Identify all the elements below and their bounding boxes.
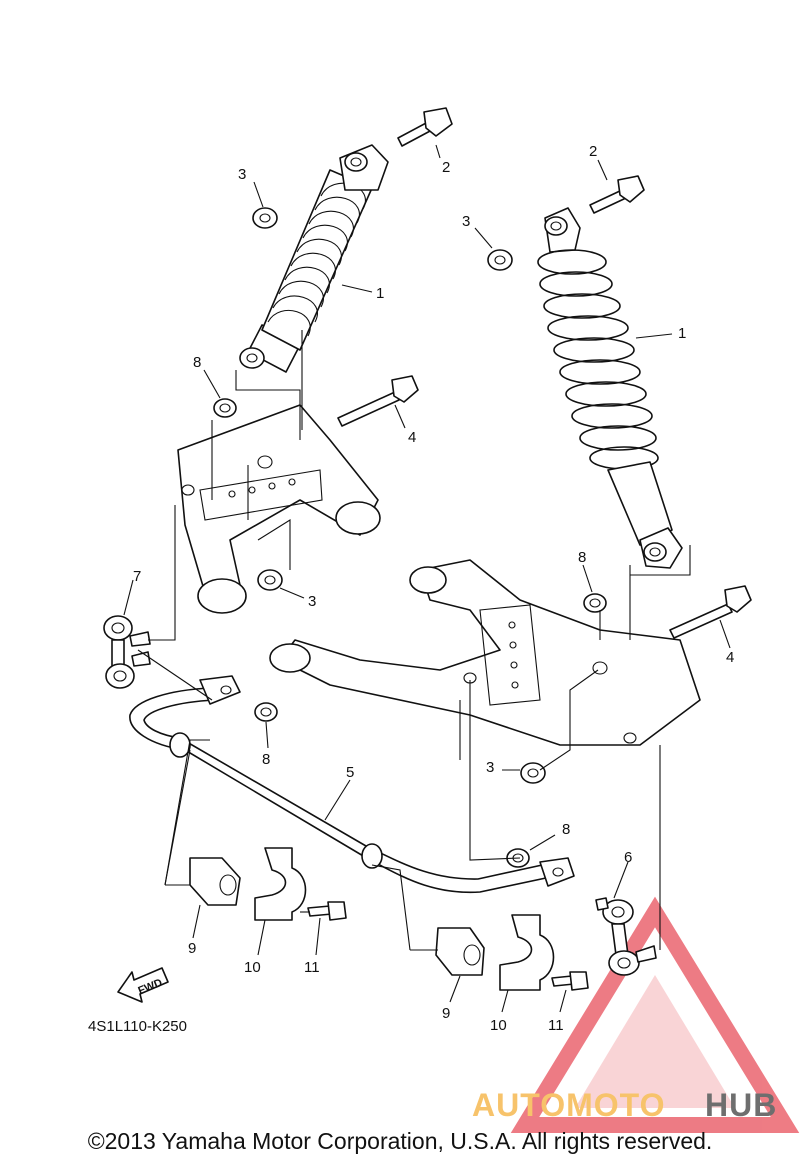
callout-1-left: 1 [376, 285, 384, 302]
callout-labels: 3 2 1 2 3 1 8 4 3 8 4 7 8 5 3 8 6 9 10 1… [133, 143, 734, 1034]
upper-left-swing-arm [177, 404, 381, 614]
callout-4-right: 4 [726, 649, 734, 666]
callout-10-left: 10 [244, 959, 261, 976]
nuts [213, 207, 607, 868]
holder-10-right [499, 914, 555, 991]
watermark-text: AUTOMOTO HUB [472, 1087, 777, 1123]
callout-9-right: 9 [442, 1005, 450, 1022]
watermark-triangle [510, 896, 800, 1133]
copyright-notice: ©2013 Yamaha Motor Corporation, U.S.A. A… [87, 1128, 713, 1154]
bolt-4-left [337, 375, 419, 427]
right-shock-absorber [537, 207, 683, 569]
callout-8-lower-left: 8 [262, 751, 270, 768]
forward-arrow-icon: FWD [117, 967, 169, 1003]
callout-11-left: 11 [304, 959, 320, 976]
callout-8-lower-right: 8 [562, 821, 570, 838]
callout-6: 6 [624, 849, 632, 866]
callout-11-right: 11 [548, 1017, 564, 1034]
bolt-4-right [669, 585, 752, 639]
callout-9-left: 9 [188, 940, 196, 957]
callout-2-top-left: 2 [442, 159, 450, 176]
watermark-part1: AUTOMOTO [472, 1087, 665, 1123]
callout-10-right: 10 [490, 1017, 507, 1034]
callout-8-upper-right: 8 [578, 549, 586, 566]
callout-3-middle-left: 3 [308, 593, 316, 610]
holder-10-left [254, 847, 307, 921]
reference-lines [137, 330, 691, 951]
bolt-2-left [397, 107, 453, 147]
callout-1-right: 1 [678, 325, 686, 342]
stabilizer-bar [129, 675, 575, 894]
callout-8-upper-left: 8 [193, 354, 201, 371]
bolt-2-right [589, 175, 645, 214]
bushing-9-right [435, 927, 485, 976]
leader-lines [123, 144, 731, 1013]
watermark-part2: HUB [705, 1087, 777, 1123]
callout-2-top-right: 2 [589, 143, 597, 160]
stabilizer-joint-6 [595, 897, 657, 976]
lower-right-swing-arm [269, 559, 701, 746]
callout-5: 5 [346, 764, 354, 781]
bushing-9-left [189, 857, 241, 906]
diagram-code: 4S1L110-K250 [88, 1018, 187, 1035]
left-shock-absorber [239, 144, 389, 373]
callout-3-top-right: 3 [462, 213, 470, 230]
bolt-11-right [551, 971, 589, 991]
callout-4-left: 4 [408, 429, 416, 446]
callout-7: 7 [133, 568, 141, 585]
callout-3-top-left: 3 [238, 166, 246, 183]
stabilizer-joint-7 [103, 615, 151, 689]
bolt-11-left [307, 901, 347, 921]
callout-3-lower-right: 3 [486, 759, 494, 776]
